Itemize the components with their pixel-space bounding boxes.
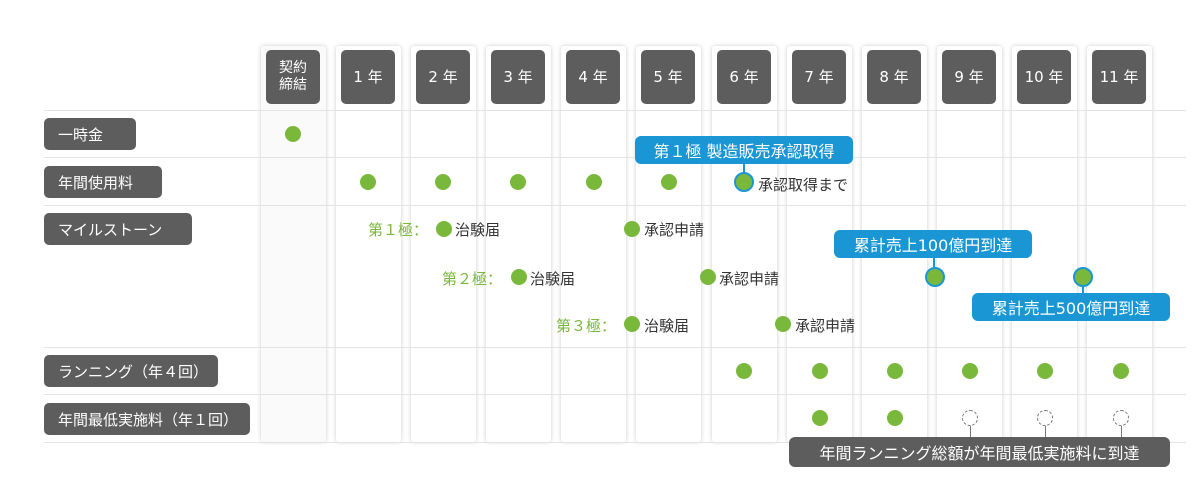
row-label-milestone: マイルストーン xyxy=(44,213,192,245)
column-contract xyxy=(261,46,326,442)
ctn-label: 治験届 xyxy=(644,317,690,335)
milestone-dot xyxy=(700,269,716,285)
payment-dot xyxy=(661,174,677,190)
column-year-1 xyxy=(336,46,401,442)
optional-payment-dot xyxy=(962,410,978,426)
milestone-dot xyxy=(511,269,527,285)
row-divider xyxy=(44,157,1186,158)
payment-dot xyxy=(812,410,828,426)
payment-dot xyxy=(586,174,602,190)
milestone-dot xyxy=(436,221,452,237)
sales-milestone-dot xyxy=(1073,267,1093,287)
header-year-4: 4 年 xyxy=(566,50,620,104)
ctn-label: 治験届 xyxy=(530,270,576,288)
header-year-10: 10 年 xyxy=(1017,50,1071,104)
payment-dot xyxy=(887,410,903,426)
column-year-4 xyxy=(561,46,626,442)
row-label-running-royalty: ランニング（年４回） xyxy=(44,355,218,387)
header-year-1: 1 年 xyxy=(341,50,395,104)
row-divider xyxy=(44,347,1186,348)
callout-stem xyxy=(1121,426,1122,437)
ctn-label: 治験届 xyxy=(455,221,501,239)
payment-dot xyxy=(510,174,526,190)
column-year-5 xyxy=(636,46,701,442)
callout-min-royalty: 年間ランニング総額が年間最低実施料に到達 xyxy=(789,437,1170,467)
row-label-annual-fee: 年間使用料 xyxy=(44,166,162,198)
milestone-dot xyxy=(624,316,640,332)
filing-label: 承認申請 xyxy=(795,317,856,335)
optional-payment-dot xyxy=(1113,410,1129,426)
callout-stem xyxy=(933,258,935,267)
column-year-2 xyxy=(411,46,476,442)
callout-sales-100: 累計売上100億円到達 xyxy=(834,230,1032,258)
row-divider xyxy=(44,205,1186,206)
annual-fee-note: 承認取得まで xyxy=(758,176,849,194)
header-year-6: 6 年 xyxy=(717,50,771,104)
filing-label: 承認申請 xyxy=(719,270,780,288)
filing-label: 承認申請 xyxy=(644,221,705,239)
callout-stem xyxy=(1045,426,1046,437)
optional-payment-dot xyxy=(1037,410,1053,426)
payment-dot xyxy=(887,363,903,379)
indication-2-label: 第２極： xyxy=(442,270,503,288)
column-year-3 xyxy=(486,46,551,442)
callout-approval: 第１極 製造販売承認取得 xyxy=(635,136,853,164)
column-year-6 xyxy=(712,46,777,442)
header-year-9: 9 年 xyxy=(942,50,996,104)
header-year-3: 3 年 xyxy=(491,50,545,104)
header-year-8: 8 年 xyxy=(867,50,921,104)
callout-stem xyxy=(970,426,971,437)
row-divider xyxy=(44,110,1186,111)
row-divider xyxy=(44,442,1186,443)
approval-dot xyxy=(734,172,754,192)
header-year-11: 11 年 xyxy=(1092,50,1146,104)
milestone-dot xyxy=(775,316,791,332)
payment-dot xyxy=(435,174,451,190)
payment-dot xyxy=(736,363,752,379)
header-year-2: 2 年 xyxy=(416,50,470,104)
sales-milestone-dot xyxy=(925,267,945,287)
payment-dot xyxy=(1113,363,1129,379)
callout-stem xyxy=(1082,287,1084,293)
header-year-5: 5 年 xyxy=(641,50,695,104)
payment-dot xyxy=(285,126,301,142)
header-year-7: 7 年 xyxy=(792,50,846,104)
row-label-upfront: 一時金 xyxy=(44,118,136,150)
callout-sales-500: 累計売上500億円到達 xyxy=(972,293,1170,321)
payment-dot xyxy=(1037,363,1053,379)
row-label-minimum-royalty: 年間最低実施料（年１回） xyxy=(44,403,250,435)
row-divider xyxy=(44,394,1186,395)
column-year-11 xyxy=(1087,46,1152,442)
payment-dot xyxy=(812,363,828,379)
indication-3-label: 第３極： xyxy=(556,317,617,335)
header-contract: 契約 締結 xyxy=(266,50,320,104)
callout-stem xyxy=(743,163,745,173)
milestone-dot xyxy=(624,221,640,237)
payment-dot xyxy=(360,174,376,190)
payment-dot xyxy=(962,363,978,379)
indication-1-label: 第１極： xyxy=(368,221,429,239)
